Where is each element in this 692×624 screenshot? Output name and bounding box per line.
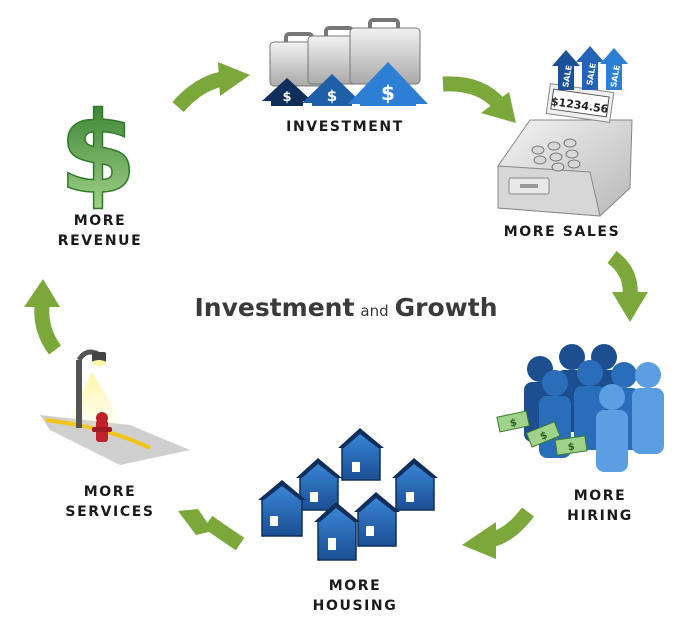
investment-label: INVESTMENT [270,117,420,137]
arrow-hiring-to-housing [462,507,534,559]
briefcases-dollar-arrows-icon: $ $ $ [262,18,428,106]
arrow-housing-to-services [178,509,245,551]
sales-label: MORE SALES [492,222,632,242]
services-label: MORE SERVICES [55,482,165,522]
housing-label-line-1: MORE [328,578,382,594]
svg-text:$: $ [509,417,518,429]
services-label-line-2: SERVICES [65,504,155,520]
hiring-label-line-1: MORE [573,488,627,504]
arrow-sales-to-hiring [607,251,648,322]
sale-tag-1: SALE [561,64,574,88]
svg-text:$: $ [282,90,291,105]
arrow-investment-to-sales [442,76,516,123]
svg-text:$: $ [59,89,137,219]
diagram-title: Investment and Growth [0,293,692,322]
svg-text:$: $ [327,87,337,105]
sale-tag-2: SALE [585,62,598,86]
streetlight-hydrant-road-icon [40,349,190,465]
cash-register-icon: $1234.56 SALE SALE SALE [497,46,633,217]
svg-text:$: $ [381,81,395,105]
revenue-label: MORE REVENUE [50,211,150,251]
revenue-label-line-1: MORE [73,213,127,229]
crowd-with-money-icon: $ $ $ [496,344,664,472]
svg-text:$: $ [567,442,575,454]
sales-label-text: MORE SALES [503,224,621,240]
arrow-services-to-revenue [24,279,62,355]
hiring-label: MORE HIRING [555,486,645,526]
investment-label-text: INVESTMENT [286,119,404,135]
title-part-2: Growth [394,293,498,322]
title-connector: and [360,302,389,320]
hiring-label-line-2: HIRING [567,508,633,524]
svg-text:$: $ [539,430,550,443]
dollar-sign-icon: $ [58,88,137,220]
houses-icon [258,428,438,561]
revenue-label-line-2: REVENUE [57,233,143,249]
housing-label-line-2: HOUSING [312,598,398,614]
housing-label: MORE HOUSING [300,576,410,616]
services-label-line-1: MORE [83,484,137,500]
title-part-1: Investment [194,293,355,322]
arrow-revenue-to-investment [172,62,250,113]
sale-tag-3: SALE [609,64,622,88]
